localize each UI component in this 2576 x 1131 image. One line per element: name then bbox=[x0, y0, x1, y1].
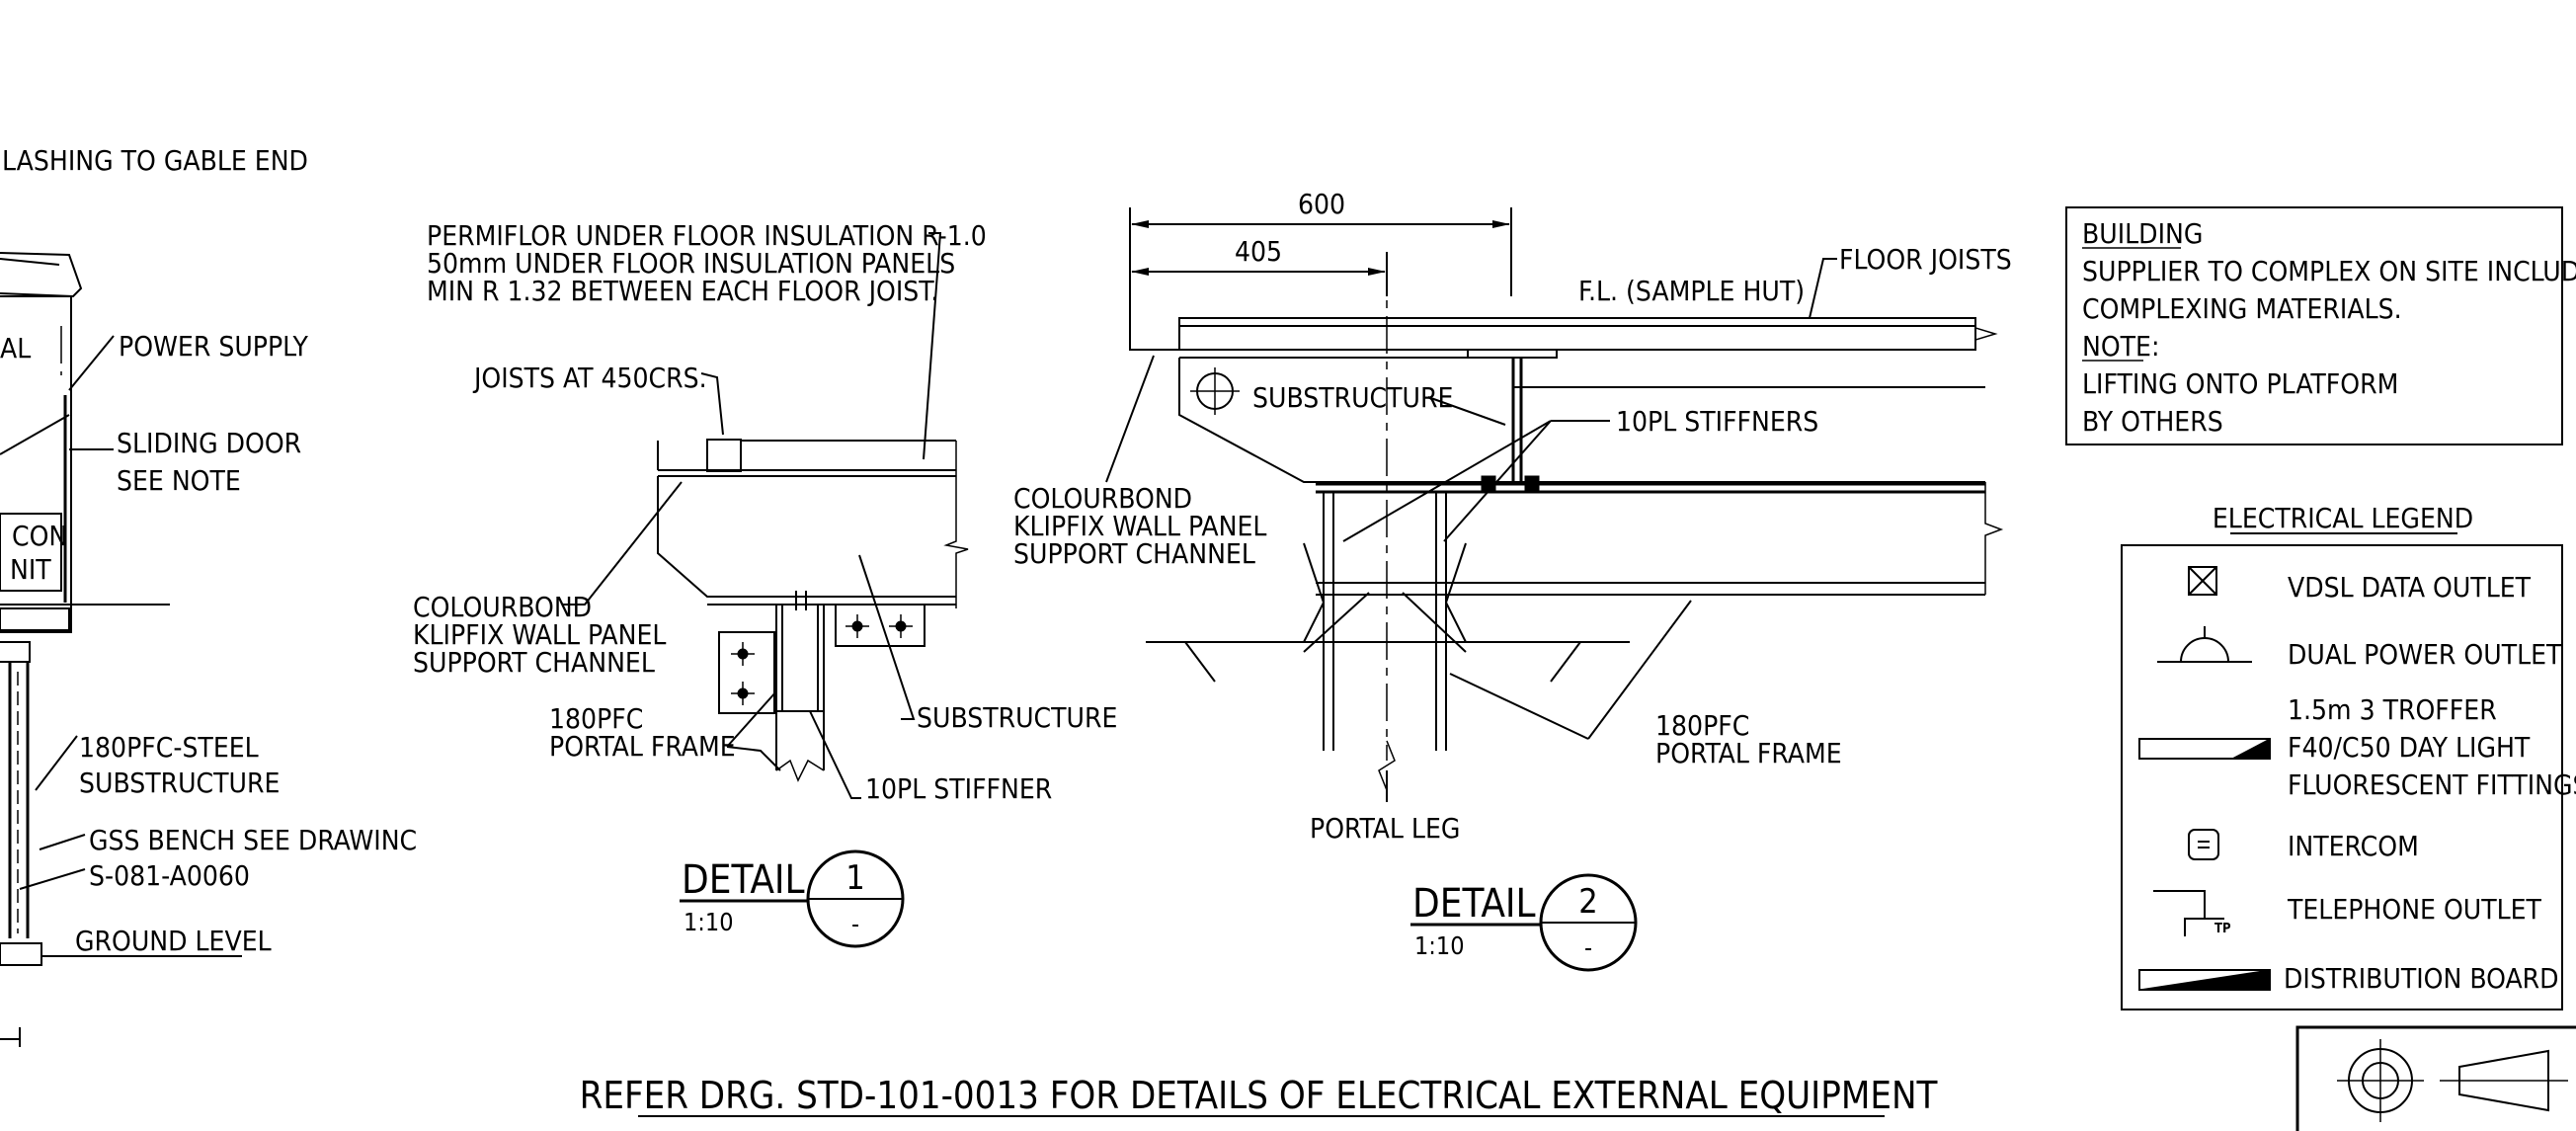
legend-item-distribution-board: DISTRIBUTION BOARD bbox=[2284, 962, 2559, 995]
pfc-substructure-label: SUBSTRUCTURE bbox=[79, 767, 280, 799]
klipfix-label: KLIPFIX WALL PANEL bbox=[413, 618, 666, 651]
stiffners-label: 10PL STIFFNERS bbox=[1616, 405, 1818, 438]
telephone-outlet-icon: TP bbox=[2153, 890, 2231, 936]
building-note-heading: NOTE: bbox=[2082, 330, 2159, 363]
legend-item-data-outlet: VDSL DATA OUTLET bbox=[2288, 571, 2532, 604]
building-note-box: BUILDING SUPPLIER TO COMPLEX ON SITE INC… bbox=[2065, 206, 2576, 445]
detail-1-scale: 1:10 bbox=[684, 908, 734, 936]
electrical-legend: ELECTRICAL LEGEND VDSL DATA OUTLET DUAL … bbox=[2121, 502, 2576, 1010]
detail-2-sheet: - bbox=[1584, 933, 1592, 962]
insulation-line-2: 50mm UNDER FLOOR INSULATION PANELS bbox=[427, 247, 955, 280]
intercom-icon bbox=[2188, 829, 2219, 860]
insulation-line-3: MIN R 1.32 BETWEEN EACH FLOOR JOIST. bbox=[427, 275, 938, 307]
legend-item-telephone: TELEPHONE OUTLET bbox=[2287, 893, 2542, 926]
dim-405: 405 bbox=[1235, 235, 1282, 268]
detail-2-drawing: 600 405 F.L. (SAMPLE HUT) FLOOR JOISTS S… bbox=[1013, 188, 2012, 972]
gss-bench-label: GSS BENCH SEE DRAWINC bbox=[89, 824, 417, 856]
building-heading: BUILDING bbox=[2082, 217, 2203, 250]
portal-leg-label: PORTAL LEG bbox=[1310, 812, 1460, 845]
sliding-door-note-label: SEE NOTE bbox=[117, 464, 241, 497]
flashing-label: LASHING TO GABLE END bbox=[2, 144, 308, 177]
power-supply-label: POWER SUPPLY bbox=[119, 330, 308, 363]
detail-2-number: 2 bbox=[1578, 882, 1597, 922]
portal-frame-label: PORTAL FRAME bbox=[549, 730, 736, 763]
detail-1-title: DETAIL bbox=[682, 857, 805, 903]
detail-1-drawing: PERMIFLOR UNDER FLOOR INSULATION R-1.0 5… bbox=[413, 219, 1117, 948]
distribution-board-icon bbox=[2138, 969, 2271, 991]
dim-600: 600 bbox=[1298, 188, 1345, 220]
detail-1-number: 1 bbox=[845, 858, 864, 898]
building-line-2: COMPLEXING MATERIALS. bbox=[2082, 292, 2402, 325]
data-outlet-icon bbox=[2188, 566, 2217, 596]
detail-2-title: DETAIL bbox=[1412, 881, 1536, 927]
colourbond-label: COLOURBOND bbox=[413, 591, 592, 623]
pfc-steel-label: 180PFC-STEEL bbox=[79, 731, 259, 764]
ground-level-label: GROUND LEVEL bbox=[75, 925, 272, 957]
legend-title: ELECTRICAL LEGEND bbox=[2213, 502, 2473, 534]
telephone-tag: TP bbox=[2214, 922, 2231, 936]
d2-support-channel-label: SUPPORT CHANNEL bbox=[1013, 537, 1255, 570]
insulation-line-1: PERMIFLOR UNDER FLOOR INSULATION R-1.0 bbox=[427, 219, 987, 252]
d2-portal-frame-label: PORTAL FRAME bbox=[1655, 737, 1842, 769]
detail-2-scale: 1:10 bbox=[1414, 931, 1465, 960]
con-fragment-label: CON bbox=[12, 520, 67, 552]
troffer-light-icon bbox=[2138, 738, 2271, 760]
d2-substructure-label: SUBSTRUCTURE bbox=[1252, 381, 1453, 414]
building-line-3: LIFTING ONTO PLATFORM bbox=[2082, 367, 2398, 400]
joists-label: JOISTS AT 450CRS. bbox=[472, 362, 707, 394]
support-channel-label: SUPPORT CHANNEL bbox=[413, 646, 655, 679]
legend-item-power-outlet: DUAL POWER OUTLET bbox=[2288, 638, 2562, 671]
d2-pfc-label: 180PFC bbox=[1655, 709, 1749, 742]
substructure-label: SUBSTRUCTURE bbox=[917, 701, 1117, 734]
floor-level-label: F.L. (SAMPLE HUT) bbox=[1578, 275, 1805, 307]
footer-note: REFER DRG. STD-101-0013 FOR DETAILS OF E… bbox=[580, 1074, 1938, 1117]
d2-klipfix-label: KLIPFIX WALL PANEL bbox=[1013, 510, 1266, 542]
building-line-1: SUPPLIER TO COMPLEX ON SITE INCLUDING bbox=[2082, 255, 2576, 287]
floor-joists-label: FLOOR JOISTS bbox=[1839, 243, 2012, 276]
stiffner-label: 10PL STIFFNER bbox=[865, 772, 1052, 805]
sliding-door-label: SLIDING DOOR bbox=[117, 427, 301, 459]
gss-bench-drawing-label: S-081-A0060 bbox=[89, 859, 250, 892]
left-section-view: LASHING TO GABLE END AL POWER SUPPLY SLI… bbox=[0, 144, 417, 1047]
d2-colourbond-label: COLOURBOND bbox=[1013, 482, 1192, 515]
title-block-logo bbox=[2295, 1025, 2576, 1131]
power-outlet-icon bbox=[2157, 626, 2252, 663]
legend-item-troffer-2: F40/C50 DAY LIGHT bbox=[2288, 731, 2531, 764]
unit-fragment-label: NIT bbox=[10, 553, 51, 586]
building-line-4: BY OTHERS bbox=[2082, 405, 2223, 438]
pfc-label: 180PFC bbox=[549, 702, 643, 735]
legend-item-intercom: INTERCOM bbox=[2288, 830, 2419, 862]
al-fragment-label: AL bbox=[0, 332, 31, 364]
detail-1-sheet: - bbox=[851, 910, 859, 938]
legend-item-troffer-1: 1.5m 3 TROFFER bbox=[2288, 693, 2497, 726]
legend-item-troffer-3: FLUORESCENT FITTINGS bbox=[2288, 768, 2576, 801]
